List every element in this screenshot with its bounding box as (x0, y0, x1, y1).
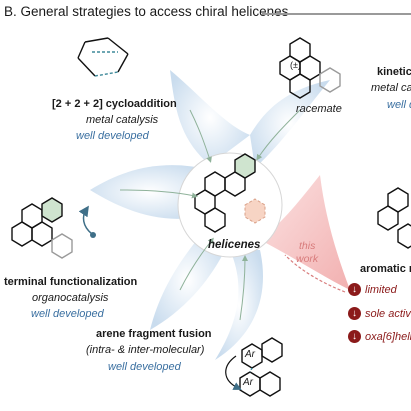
petal-bottom (215, 250, 263, 360)
racemate-pm-label: (±) (290, 60, 301, 70)
arrow-left (119, 189, 198, 199)
fusion-ar-bottom: Ar (243, 377, 253, 388)
fusion-arrow (225, 355, 242, 390)
header-divider (262, 13, 411, 15)
arrow-right-top (256, 109, 301, 161)
down-arrow-icon: ↓ (348, 330, 361, 343)
terminal-arrow-dot (90, 232, 96, 238)
racemate-label: racemate (296, 103, 342, 115)
cycloaddition-title: [2 + 2 + 2] cycloaddition (52, 98, 177, 110)
terminal-status: well developed (31, 308, 104, 320)
fusion-status: well developed (108, 361, 181, 373)
down-arrow-icon: ↓ (348, 307, 361, 320)
fusion-title: arene fragment fusion (96, 328, 212, 340)
terminal-title: terminal functionalization (4, 276, 138, 288)
kinetic-title: kinetic (377, 66, 411, 78)
arrow-bottom (239, 255, 248, 321)
fusion-bond (249, 367, 253, 373)
petal-this-work (260, 175, 350, 290)
petal-top (170, 70, 250, 165)
cycloaddition-status: well developed (76, 130, 149, 142)
arrow-bottom-left (179, 237, 214, 291)
kinetic-status: well d (387, 99, 411, 111)
aromatic-title: aromatic r (360, 263, 411, 275)
cycloaddition-molecule (77, 37, 129, 77)
arrow-top (189, 109, 212, 163)
section-title: B. General strategies to access chiral h… (4, 4, 289, 19)
kinetic-catalysis: metal ca (371, 82, 411, 94)
limitation-1: ↓ limited (348, 283, 397, 296)
terminal-arrow (78, 205, 93, 235)
cycloaddition-catalysis: metal catalysis (86, 114, 159, 126)
limitation-3: ↓ oxa[6]helicen (348, 330, 411, 343)
this-work-arrow (284, 254, 346, 293)
center-circle (177, 152, 283, 258)
petal-top-right (250, 80, 330, 168)
racemate-molecule (279, 37, 341, 99)
center-label: helicenes (208, 239, 261, 251)
aromatic-molecule (377, 187, 411, 249)
fusion-subtitle: (intra- & inter-molecular) (86, 344, 205, 356)
terminal-catalysis: organocatalysis (32, 292, 109, 304)
down-arrow-icon: ↓ (348, 283, 361, 296)
this-work-line2: work (296, 253, 319, 265)
petal-bottom-left (150, 230, 225, 330)
this-work-line1: this (299, 240, 316, 252)
center-helicene-pink (244, 198, 266, 224)
fusion-ar-top: Ar (245, 349, 255, 360)
center-helicene (194, 153, 256, 233)
limitation-2: ↓ sole activ (348, 307, 411, 320)
terminal-molecule (11, 197, 73, 259)
